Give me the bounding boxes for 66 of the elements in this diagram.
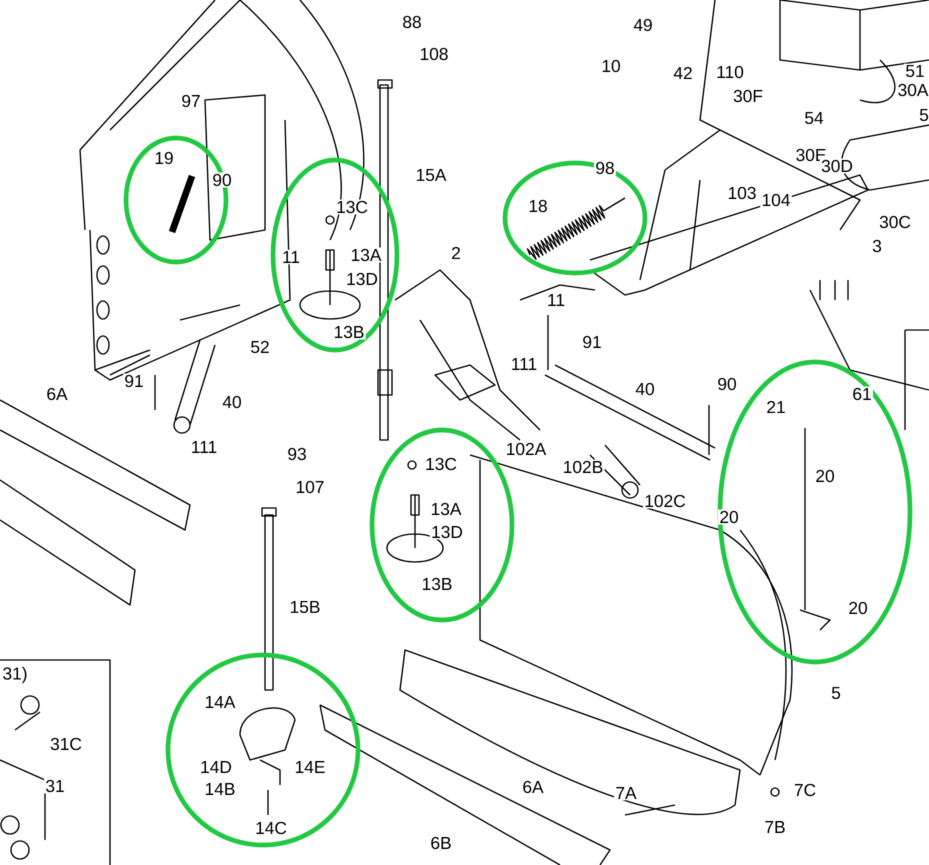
callout-number: 19 [153,150,175,166]
callout-number: 13B [332,324,366,340]
callout-number: 5 [830,686,842,700]
callout-number: 18 [527,198,549,214]
callout-number: 7A [614,786,638,800]
callout-number: 102B [561,460,605,474]
callout-number: 15A [414,168,448,182]
callout-number: 6B [429,836,453,850]
callout-number: 102C [642,494,688,508]
callout-number: 15B [288,600,322,614]
callout-number: 91 [123,374,145,388]
callout-number: 90 [211,172,233,188]
callout-number: 93 [286,446,308,462]
callout-number: 7B [763,820,787,834]
callout-number: 3 [870,238,884,254]
callout-number: 13D [430,524,464,540]
callout-number: 20 [718,510,740,524]
callout-number: 6A [45,386,69,402]
callout-number: 20 [847,600,869,616]
callout-number: 91 [581,334,603,350]
callout-number: 111 [510,356,538,372]
callout-number: 21 [765,400,787,414]
callout-number: 31) [1,666,29,684]
callout-number: 30C [878,214,912,230]
callout-number: 20 [814,468,836,484]
callout-number: 51 [904,64,926,78]
callout-number: 88 [401,14,423,30]
callout-number: 40 [221,394,243,410]
callout-number: 31C [48,736,84,752]
callout-number: 13B [420,576,454,592]
callout-number: 90 [716,376,738,392]
callout-number: 14D [198,760,234,774]
callout-number: 111 [190,440,218,454]
callout-number: 104 [760,192,792,208]
callout-number: 2 [450,246,462,260]
callout-number: 5 [918,108,929,122]
callout-number: 30F [732,88,764,104]
callout-number: 97 [180,94,202,108]
callout-number: 14C [254,820,288,836]
callout-number: 13D [344,272,380,286]
callout-number: 54 [803,110,825,126]
callout-number: 103 [726,186,758,200]
callout-number: 14B [203,782,237,796]
callout-number: 14E [293,760,327,774]
callout-number: 6A [521,780,545,794]
callout-number: 42 [672,66,694,80]
callout-number: 31 [44,778,66,794]
callout-number: 13C [334,200,370,214]
callout-number: 14A [203,694,237,710]
callout-number: 110 [714,64,746,80]
callout-number: 108 [418,46,450,62]
callout-number: 107 [294,480,326,494]
callout-number: 49 [632,18,654,32]
callout-number: 10 [600,58,622,74]
callout-number: 52 [249,340,271,354]
callout-number: 98 [594,160,616,176]
callout-number: 13C [424,456,458,472]
callout-number: 30A [896,82,929,98]
callout-number: 13A [349,248,383,262]
callout-number: 40 [634,382,656,396]
callout-number: 7C [792,782,818,798]
callout-number: 61 [851,386,873,402]
callout-number: 11 [280,250,302,264]
callout-number: 11 [546,292,566,308]
callout-number: 102A [504,442,548,456]
callout-number: 13A [429,502,463,516]
